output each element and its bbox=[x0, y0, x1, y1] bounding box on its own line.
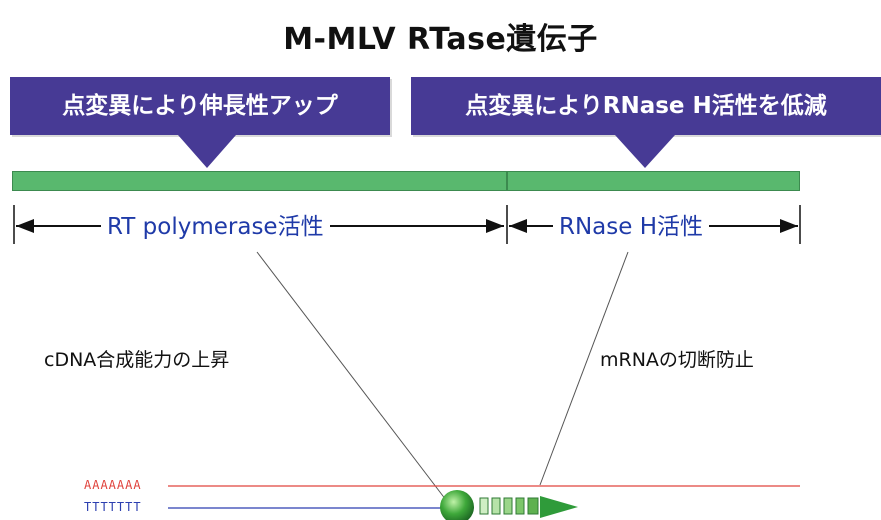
connector-line-rnase bbox=[539, 251, 629, 486]
cdna-segment bbox=[479, 497, 489, 515]
polymerase-arrow-right bbox=[486, 219, 504, 233]
banner-elongation: 点変異により伸長性アップ bbox=[10, 77, 390, 135]
rna-polya-label: AAAAAAA bbox=[84, 478, 142, 492]
enzyme-sphere bbox=[440, 490, 474, 520]
cdna-synthesis-label: cDNA合成能力の上昇 bbox=[44, 349, 230, 371]
gene-bar-polymerase bbox=[12, 171, 507, 191]
down-arrow-right bbox=[615, 135, 675, 168]
cdna-segment bbox=[503, 497, 513, 515]
gene-bar-rnase bbox=[507, 171, 800, 191]
rnase-activity-label: RNase H活性 bbox=[553, 213, 710, 241]
connector-line-polymerase bbox=[256, 251, 447, 501]
cdna-segment bbox=[491, 497, 501, 515]
down-arrow-left bbox=[178, 135, 236, 168]
polymerase-arrow-left bbox=[16, 219, 34, 233]
rnase-arrow-left bbox=[509, 219, 527, 233]
cdna-segment bbox=[527, 497, 539, 515]
synthesis-arrowhead bbox=[540, 496, 578, 518]
dna-polyt-label: TTTTTTT bbox=[84, 500, 142, 514]
diagram-title: M-MLV RTase遺伝子 bbox=[283, 22, 598, 57]
rnase-arrow-right bbox=[780, 219, 798, 233]
polymerase-activity-label: RT polymerase活性 bbox=[101, 213, 330, 241]
mrna-protection-label: mRNAの切断防止 bbox=[600, 349, 754, 371]
cdna-segment bbox=[515, 497, 525, 515]
banner-rnase-reduction: 点変異によりRNase H活性を低減 bbox=[411, 77, 881, 135]
